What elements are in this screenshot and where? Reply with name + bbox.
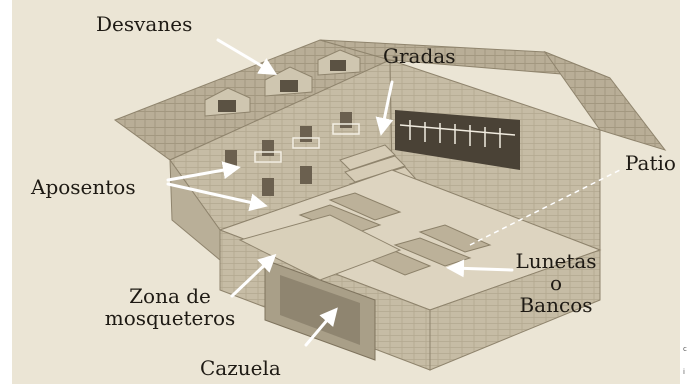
gallery-railing xyxy=(399,120,516,148)
right-roof xyxy=(543,50,667,151)
arrow-aposentos-2 xyxy=(166,182,268,212)
label-arrows xyxy=(166,38,514,347)
dormer xyxy=(317,49,361,76)
label-lunetas-line1: Lunetas xyxy=(515,249,597,273)
label-lunetas: Lunetas o Bancos xyxy=(508,250,604,316)
label-zona-line1: Zona de xyxy=(129,284,211,308)
right-front-wall xyxy=(429,249,601,371)
label-zona-mosqueteros: Zona de mosqueteros xyxy=(80,285,260,329)
label-lunetas-line3: Bancos xyxy=(519,293,593,317)
label-zona-line2: mosqueteros xyxy=(104,306,236,330)
label-patio: Patio xyxy=(625,151,676,175)
arrow-gradas xyxy=(375,80,394,136)
arrow-mosqueteros xyxy=(230,253,277,298)
edge-mark-1: c xyxy=(683,345,687,353)
arrow-desvanes xyxy=(216,38,278,76)
label-desvanes: Desvanes xyxy=(96,12,193,36)
label-aposentos: Aposentos xyxy=(31,175,136,199)
edge-mark-2: i xyxy=(683,368,685,376)
right-gallery xyxy=(395,110,520,170)
label-cazuela: Cazuela xyxy=(200,356,281,380)
arrow-cazuela xyxy=(304,307,338,347)
label-lunetas-line2: o xyxy=(549,271,563,295)
label-gradas: Gradas xyxy=(383,44,456,68)
arrow-aposentos xyxy=(166,161,241,182)
patio-pointer-line xyxy=(469,169,621,246)
arrow-lunetas xyxy=(446,259,514,278)
dormer xyxy=(204,87,251,117)
balconies xyxy=(254,123,360,163)
mosqueteros-slab xyxy=(238,214,402,281)
